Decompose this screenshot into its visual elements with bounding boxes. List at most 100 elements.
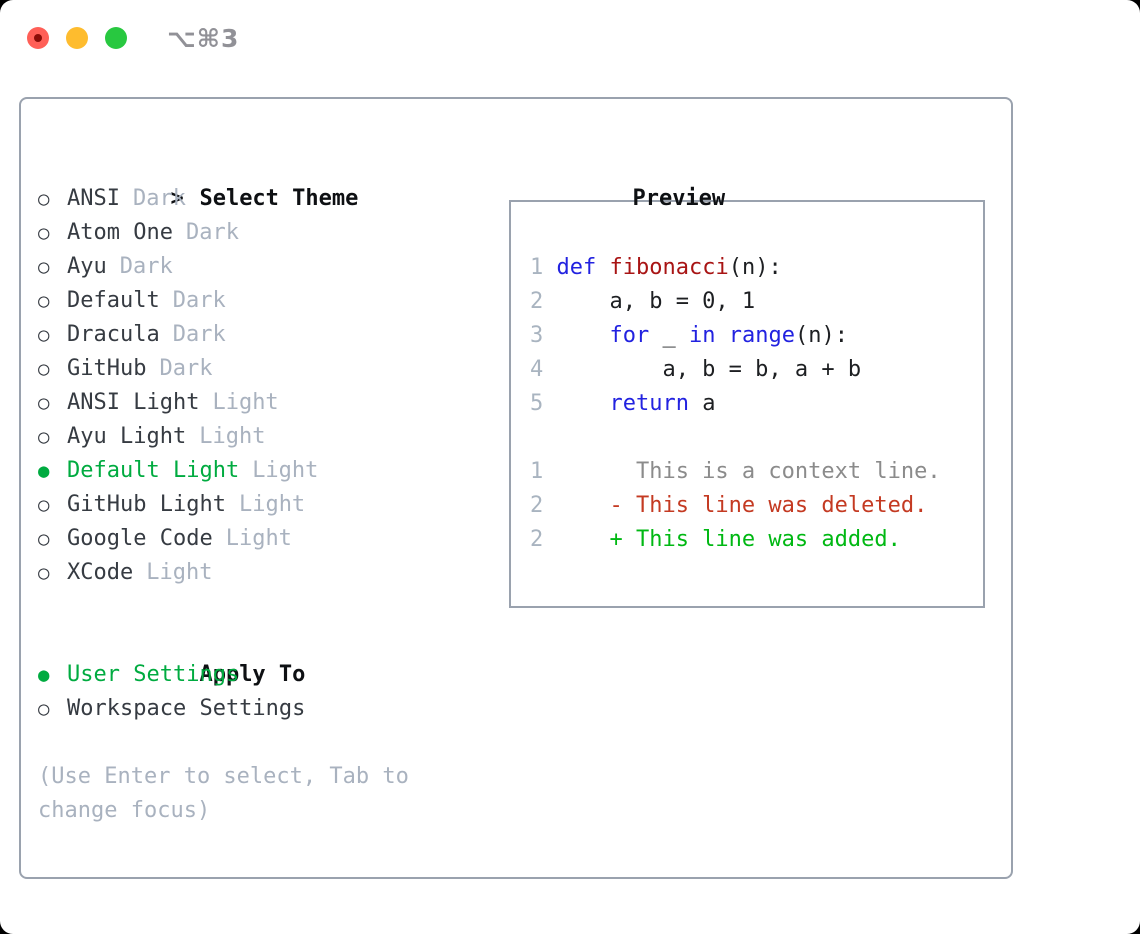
preview-pane: Preview 1 def fibonacci(n): 2 a, b = 0, 1 3… [500,148,985,608]
theme-option-label: Dracula [67,322,160,347]
blank-line [530,421,983,455]
line-number: 4 [530,357,544,382]
apply-to-option[interactable]: ●User Settings [38,658,488,692]
radio-unselected-icon: ○ [38,290,50,312]
diff-text: - This line was deleted. [556,493,928,518]
minimize-button[interactable] [66,27,88,49]
select-theme-heading: >Select Theme [38,148,488,211]
radio-unselected-icon: ○ [38,528,50,550]
diff-line-deleted: 2 - This line was deleted. [530,489,983,523]
help-text: (Use Enter to select, Tab to change focu… [38,764,409,823]
theme-variant-tag: Dark [185,220,239,245]
spacer [38,590,488,624]
theme-option[interactable]: ○ Dracula Dark [38,318,488,352]
theme-option-label: XCode [67,560,134,585]
preview-title: Preview [632,186,726,211]
close-button[interactable] [27,27,49,49]
radio-unselected-icon: ○ [38,324,50,346]
preview-heading: Preview [500,148,985,211]
code-token: (n): [728,255,782,280]
radio-selected-icon: ● [38,664,50,686]
function-token: fibonacci [609,255,729,280]
zoom-button[interactable] [105,27,127,49]
theme-option-label: ANSI [67,186,120,211]
theme-option-label: GitHub Light [67,492,226,517]
diff-line-context: 1 This is a context line. [530,455,983,489]
theme-option-label: Atom One [67,220,173,245]
code-token [556,391,609,416]
diff-line-added: 2 + This line was added. [530,523,983,557]
code-line: 1 def fibonacci(n): [530,251,983,285]
theme-option[interactable]: ○ GitHub Light Light [38,488,488,522]
theme-variant-tag: Dark [159,356,213,381]
theme-option-label: Ayu [67,254,107,279]
line-number: 1 [530,255,544,280]
radio-unselected-icon: ○ [38,358,50,380]
code-token: a [688,391,716,416]
radio-unselected-icon: ○ [38,698,50,720]
radio-unselected-icon: ○ [38,494,50,516]
theme-option[interactable]: ○ GitHub Dark [38,352,488,386]
code-token: a, b = b, a + b [556,357,862,382]
code-line: 2 a, b = 0, 1 [530,285,983,319]
apply-to-list: ●User Settings○Workspace Settings [38,658,488,726]
radio-unselected-icon: ○ [38,562,50,584]
radio-unselected-icon: ○ [38,188,50,210]
diff-text: This is a context line. [556,459,941,484]
code-line: 4 a, b = b, a + b [530,353,983,387]
keyword-token: in [688,323,716,348]
code-token [715,323,728,348]
unsaved-changes-dot-icon [34,34,42,42]
radio-unselected-icon: ○ [38,256,50,278]
code-token [556,323,609,348]
theme-variant-tag: Dark [172,322,226,347]
theme-variant-tag: Light [212,390,279,415]
theme-option-label: ANSI Light [67,390,200,415]
theme-option[interactable]: ○ XCode Light [38,556,488,590]
line-number: 1 [530,459,544,484]
line-number: 2 [530,289,544,314]
keyword-token: range [728,323,795,348]
theme-variant-tag: Dark [132,186,186,211]
diff-text: + This line was added. [556,527,901,552]
apply-to-title: Apply To [199,662,306,687]
theme-variant-tag: Dark [119,254,173,279]
radio-unselected-icon: ○ [38,426,50,448]
theme-variant-tag: Dark [172,288,226,313]
theme-option[interactable]: ○ ANSI Dark [38,182,488,216]
theme-option-label: Ayu Light [67,424,187,449]
line-number: 2 [530,527,544,552]
apply-to-option[interactable]: ○Workspace Settings [38,692,488,726]
theme-option-label: Default Light [67,458,240,483]
window-titlebar: ⌥⌘3 [0,0,1140,76]
theme-variant-tag: Light [252,458,319,483]
code-token: _ [649,323,689,348]
theme-variant-tag: Light [238,492,306,517]
keyword-token: return [609,391,689,416]
select-theme-title: Select Theme [199,186,359,211]
keyword-token: def [556,255,597,280]
apply-to-heading: Apply To [38,624,488,687]
code-token [596,255,609,280]
line-number: 2 [530,493,544,518]
code-token: a, b = 0, 1 [556,289,756,314]
theme-option-label: GitHub [67,356,147,381]
theme-variant-tag: Light [146,560,213,585]
diff-sample: 1 This is a context line.2 - This line w… [530,455,983,557]
theme-variant-tag: Light [225,526,292,551]
theme-option[interactable]: ○ Ayu Dark [38,250,488,284]
keyboard-shortcut-label: ⌥⌘3 [167,24,240,53]
line-number: 3 [530,323,544,348]
